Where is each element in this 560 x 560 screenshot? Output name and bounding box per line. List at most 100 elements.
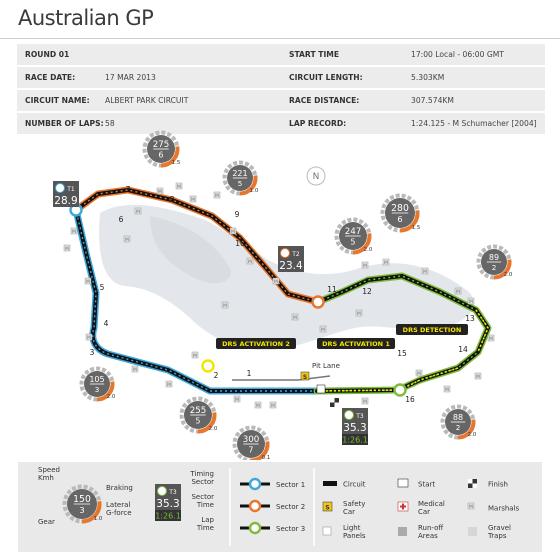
gauge-gear: 3: [79, 505, 84, 515]
marshal-post-icon: M: [355, 309, 363, 317]
legend-sector-marker: [248, 477, 262, 491]
marshal-post-icon: M: [213, 191, 221, 199]
timing-sector-id: T2: [291, 251, 300, 258]
marshal-post-icon: M: [63, 244, 71, 252]
drs-zone-2: [475, 309, 489, 353]
marshal-post-icon: M: [165, 380, 173, 388]
gauge-speed: 221: [232, 169, 247, 178]
info-row-lap-record: LAP RECORD: 1:24.125 - M Schumacher [200…: [281, 113, 545, 134]
marshal-post-icon: M: [134, 207, 142, 215]
braking-arc: [352, 233, 372, 255]
marshal-box: [474, 372, 482, 380]
marshal-label: M: [274, 279, 278, 285]
marshal-label: M: [125, 237, 129, 243]
marshal-box: [246, 257, 254, 265]
gauge-speed: 89: [489, 253, 499, 262]
info-row-start-time: START TIME 17:00 Local - 06:00 GMT: [281, 44, 545, 65]
marshal-box: [382, 258, 390, 266]
title-divider: [0, 38, 560, 39]
marshal-box: [123, 235, 131, 243]
legend-sector-marker: [248, 499, 262, 513]
marshal-label: M: [357, 311, 361, 317]
marshal-label: M: [133, 367, 137, 373]
braking-arc: [160, 146, 180, 168]
marshal-label: M: [248, 259, 252, 265]
timing-sector-time: 28.9: [54, 195, 77, 207]
legend-braking-label: Braking: [106, 484, 133, 492]
marshal-label: M: [191, 197, 195, 203]
braking-arc: [493, 259, 512, 280]
marshal-label: M: [293, 315, 297, 321]
marshal-label: M: [469, 504, 473, 510]
turn-number: 7: [126, 185, 131, 194]
marshal-post-icon: M: [246, 257, 254, 265]
marshal-label: M: [384, 260, 388, 266]
info-key: LAP RECORD:: [289, 119, 347, 128]
legend-light-panel-icon: [322, 526, 332, 536]
race-info-right: START TIME 17:00 Local - 06:00 GMT CIRCU…: [281, 44, 545, 136]
info-row-circuit-length: CIRCUIT LENGTH: 5.303KM: [281, 67, 545, 88]
drs-label: DRS ACTIVATION 2: [222, 340, 290, 348]
info-value: 17:00 Local - 06:00 GMT: [411, 50, 504, 59]
info-value: 1:24.125 - M Schumacher [2004]: [411, 119, 537, 128]
sector-2-line: [75, 189, 319, 303]
marshal-label: M: [86, 279, 90, 285]
marshal-label: M: [87, 335, 91, 341]
drs-zone-1: [316, 389, 401, 392]
gauge-gear: 3: [95, 385, 100, 394]
stopwatch-icon: [280, 248, 290, 258]
marshal-post-icon: M: [272, 277, 280, 285]
marshal-box: [156, 187, 164, 195]
drs-label: DRS DETECTION: [403, 326, 462, 334]
info-row-round: ROUND 01: [17, 44, 281, 65]
legend-finish-check: [468, 479, 473, 484]
gauge-g-force: 1.5: [172, 160, 181, 166]
marshal-box: [272, 277, 280, 285]
marshal-box: [233, 395, 241, 403]
marshal-post-icon: M: [415, 369, 423, 377]
marshal-box: [213, 191, 221, 199]
marshal-label: M: [423, 269, 427, 275]
marshal-post-icon: M: [84, 277, 92, 285]
marshal-box: [165, 380, 173, 388]
legend-item-label: Circuit: [343, 481, 366, 489]
info-value: 307.574KM: [411, 96, 454, 105]
marshal-post-icon: M: [487, 334, 495, 342]
gauge-gear: 5: [196, 416, 201, 425]
info-row-race-date: RACE DATE: 17 MAR 2013: [17, 67, 281, 88]
gauge-gear: 2: [492, 263, 497, 272]
marshal-box: [254, 401, 262, 409]
turn-number: 6: [119, 215, 124, 224]
turn-number: 1: [247, 369, 252, 378]
timing-lap-time: 1:26.1: [342, 436, 368, 445]
turn-number: 12: [362, 287, 372, 296]
sector-marker-3: [393, 383, 407, 397]
marshal-label: M: [417, 371, 421, 377]
drs-detection-label: DRS DETECTION: [396, 324, 468, 335]
gauge-speed: 275: [153, 140, 170, 150]
info-key: ROUND 01: [25, 50, 70, 59]
marshal-label: M: [256, 403, 260, 409]
legend-finish-check: [472, 483, 477, 488]
finish-flag-check: [334, 402, 339, 407]
marshal-post-icon: M: [474, 372, 482, 380]
marshal-label: M: [231, 229, 235, 235]
gauge-g-force: 2.0: [209, 426, 218, 432]
marshal-box: [319, 325, 327, 333]
gauge-speed: 88: [453, 413, 463, 422]
turn-number: 2: [214, 371, 219, 380]
marshal-box: [85, 333, 93, 341]
stopwatch-icon: [55, 183, 65, 193]
marshal-post-icon: M: [85, 333, 93, 341]
marshal-post-icon: M: [156, 187, 164, 195]
